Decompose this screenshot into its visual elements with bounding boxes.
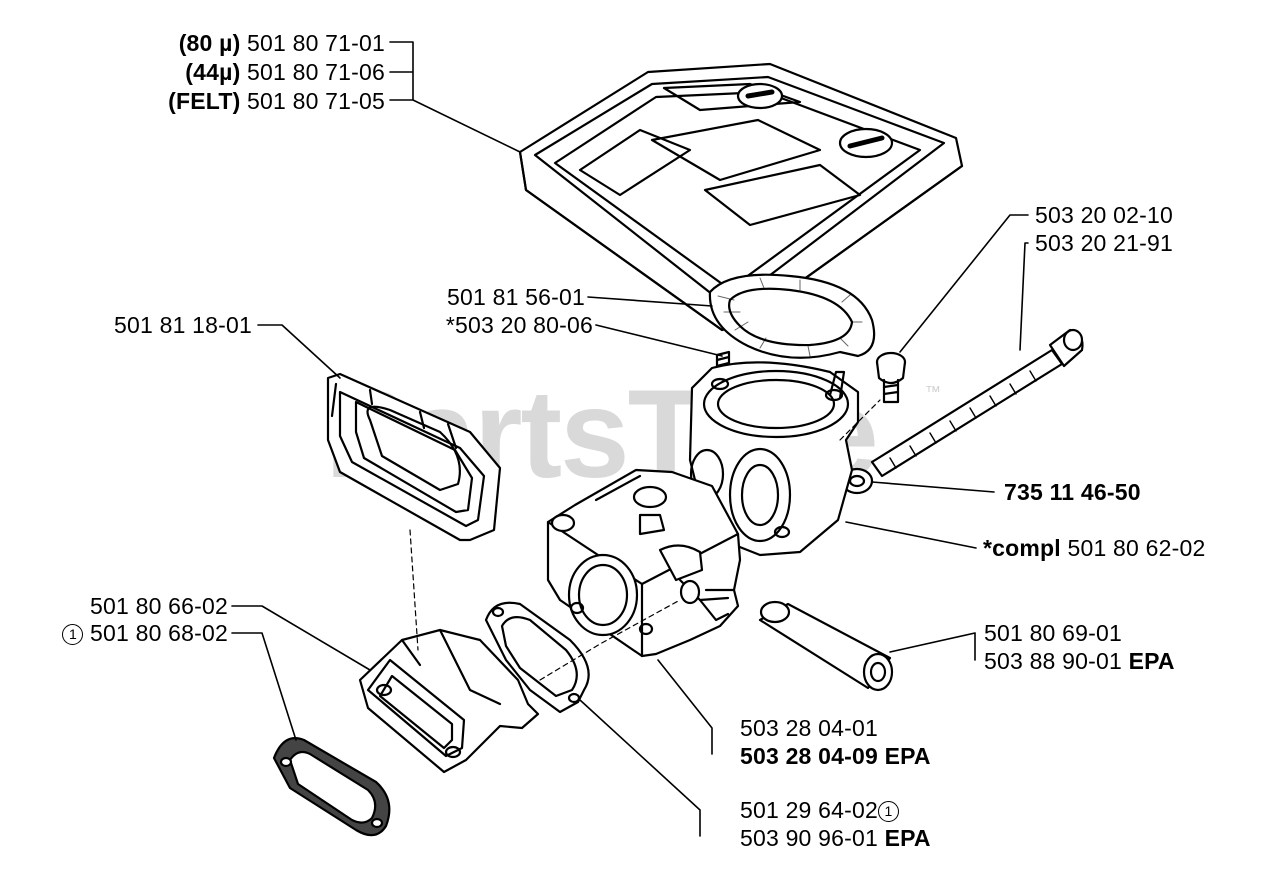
callout-filter-felt: (FELT) 501 80 71-05 xyxy=(168,88,385,114)
callout-tube-a: 501 80 69-01 xyxy=(984,620,1122,646)
callout-manifold-b: 1 501 80 68-02 xyxy=(20,620,228,646)
filter-frame xyxy=(326,372,502,542)
intake-manifold xyxy=(358,628,540,774)
callout-carb-a: 503 28 04-01 xyxy=(740,715,878,741)
footnote-marker: 1 xyxy=(62,624,84,645)
callout-manifold-a: 501 80 66-02 xyxy=(90,593,228,619)
long-screw xyxy=(870,328,1084,478)
carburetor-adapter xyxy=(688,361,860,557)
callout-top-gasket: 501 81 56-01 xyxy=(447,284,585,310)
fuel-tube xyxy=(758,600,894,692)
callout-filter-80: (80 µ) 501 80 71-01 xyxy=(178,30,385,56)
callout-washer: 735 11 46-50 xyxy=(1004,479,1141,505)
callout-stud: *503 20 80-06 xyxy=(445,312,593,338)
callout-tube-b: 503 88 90-01 EPA xyxy=(984,648,1175,674)
callout-frame: 501 81 18-01 xyxy=(114,312,252,338)
callout-carb-b: 503 28 04-09 EPA xyxy=(740,743,931,769)
callout-filter-44: (44µ) 501 80 71-06 xyxy=(185,59,385,85)
watermark-trademark: ™ xyxy=(925,384,941,401)
footnote-marker: 1 xyxy=(877,801,899,822)
top-gasket xyxy=(708,273,876,359)
callout-screw-long: 503 20 21-91 xyxy=(1035,230,1173,256)
air-filter-cover xyxy=(518,62,964,332)
leader-lines xyxy=(231,41,1029,837)
callout-screw-short: 503 20 02-10 xyxy=(1035,202,1173,228)
short-screw xyxy=(875,351,907,404)
assembly-lines xyxy=(409,399,881,681)
bottom-gasket xyxy=(484,601,590,714)
callout-bottom-gasket-b: 503 90 96-01 EPA xyxy=(740,825,931,851)
carburetor-body xyxy=(546,468,742,658)
callout-adapter-compl: *compl 501 80 62-02 xyxy=(983,535,1206,561)
flange-gasket xyxy=(272,737,391,837)
